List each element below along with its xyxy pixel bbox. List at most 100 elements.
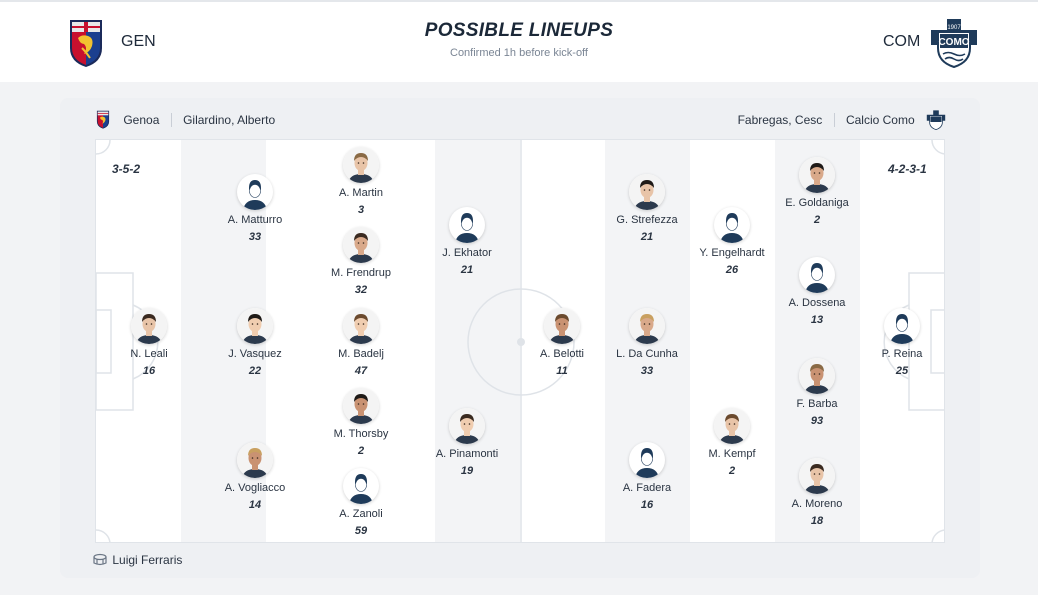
lineups-header: GEN POSSIBLE LINEUPS Confirmed 1h before… [0,2,1038,82]
player-avatar [799,257,835,293]
player-number: 2 [728,465,736,477]
player-name: A. Fadera [622,482,672,494]
player-card[interactable]: A. Pinamonti 19 [407,408,527,477]
player-card[interactable]: A. Matturro 33 [195,174,315,243]
player-name: P. Reina [881,348,923,360]
player-number: 2 [813,214,821,226]
player-photo-icon [343,308,379,344]
divider [170,112,172,127]
player-card[interactable]: A. Moreno 18 [757,458,877,527]
away-coach-name[interactable]: Fabregas, Cesc [737,113,823,127]
page-subtitle: Confirmed 1h before kick-off [450,47,588,59]
player-number: 21 [640,231,654,243]
player-avatar [343,468,379,504]
player-name: L. Da Cunha [616,348,678,360]
player-avatar [714,408,750,444]
player-number: 59 [354,525,368,537]
player-card[interactable]: F. Barba 93 [757,358,877,427]
player-number: 93 [810,415,824,427]
page-title: POSSIBLE LINEUPS [424,20,614,41]
player-card[interactable]: M. Badelj 47 [301,308,421,377]
player-card[interactable]: J. Vasquez 22 [195,308,315,377]
stadium-name[interactable]: Luigi Ferraris [112,552,183,567]
player-avatar [343,147,379,183]
away-formation: 4-2-3-1 [888,162,927,176]
player-photo-icon [629,174,665,210]
player-avatar [799,358,835,394]
player-number: 21 [460,264,474,276]
player-avatar [544,308,580,344]
player-photo-icon [237,442,273,478]
player-number: 2 [357,445,365,457]
player-name: A. Pinamonti [435,448,499,460]
player-card[interactable]: J. Ekhator 21 [407,207,527,276]
player-number: 47 [354,365,368,377]
player-card[interactable]: M. Thorsby 2 [301,388,421,457]
player-name: M. Badelj [338,348,384,360]
pitch-markings [96,140,944,542]
svg-text:1907: 1907 [947,25,961,31]
divider [833,113,835,127]
player-avatar [449,207,485,243]
player-number: 16 [640,499,654,511]
player-card[interactable]: P. Reina 25 [842,308,962,377]
away-team-abbreviation: COM [883,33,921,50]
player-number: 14 [248,499,262,511]
player-number: 3 [357,204,365,216]
home-team-info: Genoa Gilardino, Alberto [96,110,276,129]
player-name: M. Kempf [708,448,756,460]
player-photo-icon [544,308,580,344]
player-card[interactable]: E. Goldaniga 2 [757,157,877,226]
genoa-crest-icon[interactable] [68,18,104,68]
player-name: A. Moreno [791,498,843,510]
player-card[interactable]: L. Da Cunha 33 [587,308,707,377]
player-avatar [714,207,750,243]
player-number: 26 [725,264,739,276]
player-card[interactable]: A. Belotti 11 [502,308,622,377]
player-photo-icon [629,308,665,344]
player-card[interactable]: G. Strefezza 21 [587,174,707,243]
player-photo-icon [343,227,379,263]
player-number: 33 [248,231,262,243]
player-avatar [237,174,273,210]
player-card[interactable]: A. Martin 3 [301,147,421,216]
player-number: 32 [354,284,368,296]
player-photo-icon [799,358,835,394]
player-avatar [343,227,379,263]
home-coach-name[interactable]: Gilardino, Alberto [183,112,276,127]
player-avatar [237,308,273,344]
player-name: Y. Engelhardt [699,247,765,259]
player-name: E. Goldaniga [785,197,849,209]
stadium-icon [93,554,107,566]
player-card[interactable]: A. Vogliacco 14 [195,442,315,511]
player-card[interactable]: M. Kempf 2 [672,408,792,477]
player-photo-icon [237,308,273,344]
player-card[interactable]: A. Zanoli 59 [301,468,421,537]
player-silhouette-icon [349,474,373,504]
stadium-info: Luigi Ferraris [93,552,182,567]
player-name: A. Dossena [788,297,846,309]
player-name: A. Belotti [539,348,585,360]
pitch-stripe [435,140,520,542]
player-card[interactable]: A. Fadera 16 [587,442,707,511]
player-name: A. Matturro [227,214,283,226]
home-team-name[interactable]: Genoa [123,112,160,127]
player-card[interactable]: A. Dossena 13 [757,257,877,326]
player-name: M. Thorsby [333,428,389,440]
player-avatar [629,174,665,210]
player-card[interactable]: Y. Engelhardt 26 [672,207,792,276]
player-avatar [799,157,835,193]
player-card[interactable]: N. Leali 16 [89,308,209,377]
player-number: 19 [460,465,474,477]
away-team-name[interactable]: Calcio Como [845,113,915,127]
player-avatar [799,458,835,494]
como-crest-icon[interactable]: 1907 COMO [930,18,978,68]
player-photo-icon [131,308,167,344]
svg-text:COMO: COMO [938,37,969,48]
player-photo-icon [799,458,835,494]
player-silhouette-icon [805,263,829,293]
player-number: 22 [248,365,262,377]
player-card[interactable]: M. Frendrup 32 [301,227,421,296]
home-team-abbreviation: GEN [121,33,156,50]
player-number: 18 [810,515,824,527]
